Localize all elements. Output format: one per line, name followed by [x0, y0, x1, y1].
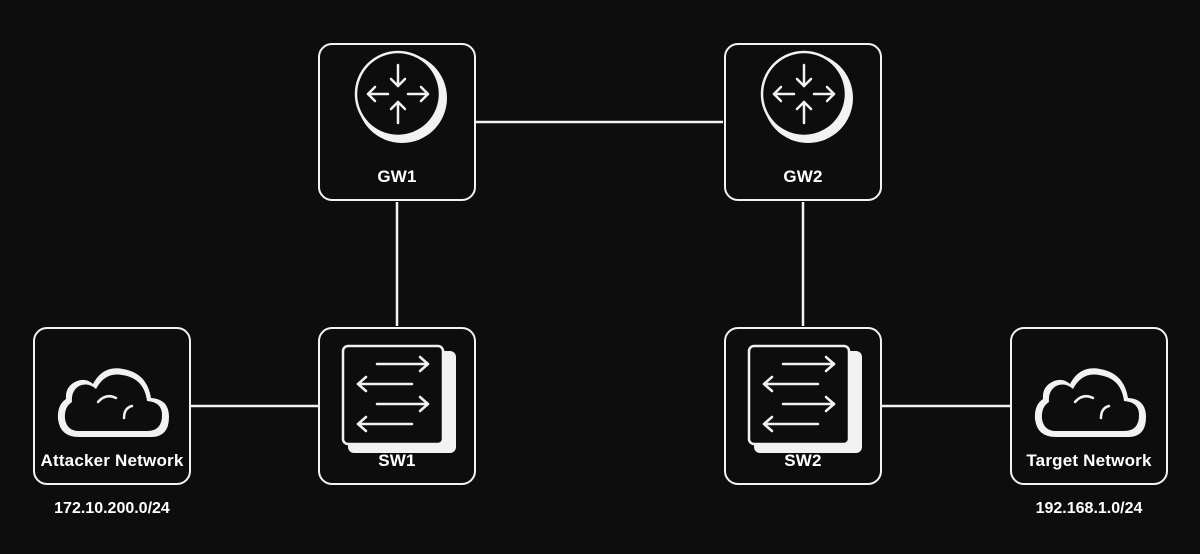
- node-label-sw1: SW1: [378, 451, 416, 470]
- switch-node-sw1[interactable]: SW1: [318, 327, 476, 485]
- cloud-icon: [57, 368, 169, 437]
- cloud-node-attacker-network[interactable]: Attacker Network: [33, 327, 191, 485]
- node-label-gw2: GW2: [783, 167, 823, 186]
- node-label-gw1: GW1: [377, 167, 417, 186]
- node-label-sw2: SW2: [784, 451, 822, 470]
- subnet-label-attacker: 172.10.200.0/24: [54, 500, 170, 517]
- node-label-target-network: Target Network: [1026, 451, 1152, 470]
- node-label-attacker-network: Attacker Network: [40, 451, 184, 470]
- subnet-label-target: 192.168.1.0/24: [1035, 500, 1143, 517]
- switch-node-sw2[interactable]: SW2: [724, 327, 882, 485]
- router-icon: [354, 50, 447, 143]
- gateway-node-gw2[interactable]: GW2: [724, 43, 882, 201]
- switch-icon: [341, 344, 456, 453]
- cloud-icon: [1034, 368, 1146, 437]
- switch-icon: [747, 344, 862, 453]
- cloud-node-target-network[interactable]: Target Network: [1010, 327, 1168, 485]
- gateway-node-gw1[interactable]: GW1: [318, 43, 476, 201]
- router-icon: [760, 50, 853, 143]
